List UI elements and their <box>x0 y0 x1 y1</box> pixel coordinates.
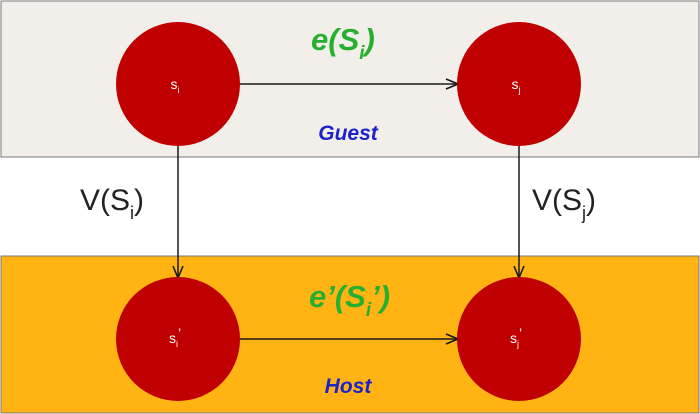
right-mapping-label: V(Sj) <box>532 184 596 223</box>
guest-label: Guest <box>318 122 379 145</box>
svg-text:si’: si’ <box>169 325 181 349</box>
host-label: Host <box>325 375 373 398</box>
svg-text:sj: sj <box>512 76 521 95</box>
svg-text:sj’: sj’ <box>510 325 522 349</box>
guest-node-sj: sj <box>457 22 581 146</box>
host-node-si-prime: si’ <box>116 277 240 401</box>
guest-transition-label: e(Si) <box>311 22 375 64</box>
host-node-sj-prime: sj’ <box>457 277 581 401</box>
svg-text:si: si <box>171 76 180 95</box>
host-transition-label: e’(Si’) <box>309 279 390 321</box>
left-mapping-label: V(Si) <box>80 184 144 223</box>
guest-node-si: si <box>116 22 240 146</box>
